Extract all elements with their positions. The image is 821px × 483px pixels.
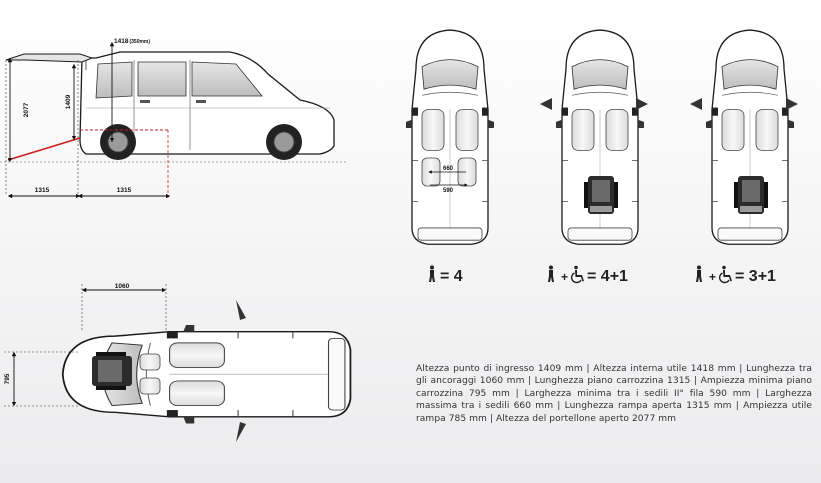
wheelchair-icon xyxy=(570,265,584,284)
side-view: 1418(350mm) 2077 1409 1315 1315 xyxy=(0,38,348,199)
plus-sign: + xyxy=(561,270,568,284)
config-view-2 xyxy=(540,29,648,245)
config-view-1: 660 590 xyxy=(405,29,495,245)
floor-length-label: 1315 xyxy=(117,187,132,194)
config-2-label: = 4+1 xyxy=(587,268,628,285)
person-standing-icon xyxy=(696,265,702,282)
config-view-3 xyxy=(690,29,798,245)
person-standing-icon xyxy=(429,265,435,282)
anchor-length-label: 1060 xyxy=(115,283,130,290)
floor-width-label: 795 xyxy=(4,373,11,384)
wheelchair-top-icon xyxy=(92,352,132,390)
seat-width-min-label: 590 xyxy=(443,188,454,194)
wheelchair-icon xyxy=(718,265,732,284)
top-view-horizontal: 1060 795 xyxy=(4,283,352,442)
config-3-label: = 3+1 xyxy=(735,268,776,285)
tailgate-height-label: 2077 xyxy=(23,102,30,117)
interior-height-label: 1418(350mm) xyxy=(114,38,150,45)
seat-width-max-label: 660 xyxy=(443,166,454,172)
config-1-label: = 4 xyxy=(440,268,463,285)
caption-config-1: = 4 xyxy=(429,265,463,285)
caption-config-3: + = 3+1 xyxy=(696,265,776,285)
entry-height-label: 1409 xyxy=(65,94,72,109)
person-standing-icon xyxy=(548,265,554,282)
plus-sign: + xyxy=(709,270,716,284)
specification-description: Altezza punto di ingresso 1409 mm | Alte… xyxy=(416,364,812,424)
caption-config-2: + = 4+1 xyxy=(548,265,628,285)
ramp-length-label: 1315 xyxy=(35,187,50,194)
